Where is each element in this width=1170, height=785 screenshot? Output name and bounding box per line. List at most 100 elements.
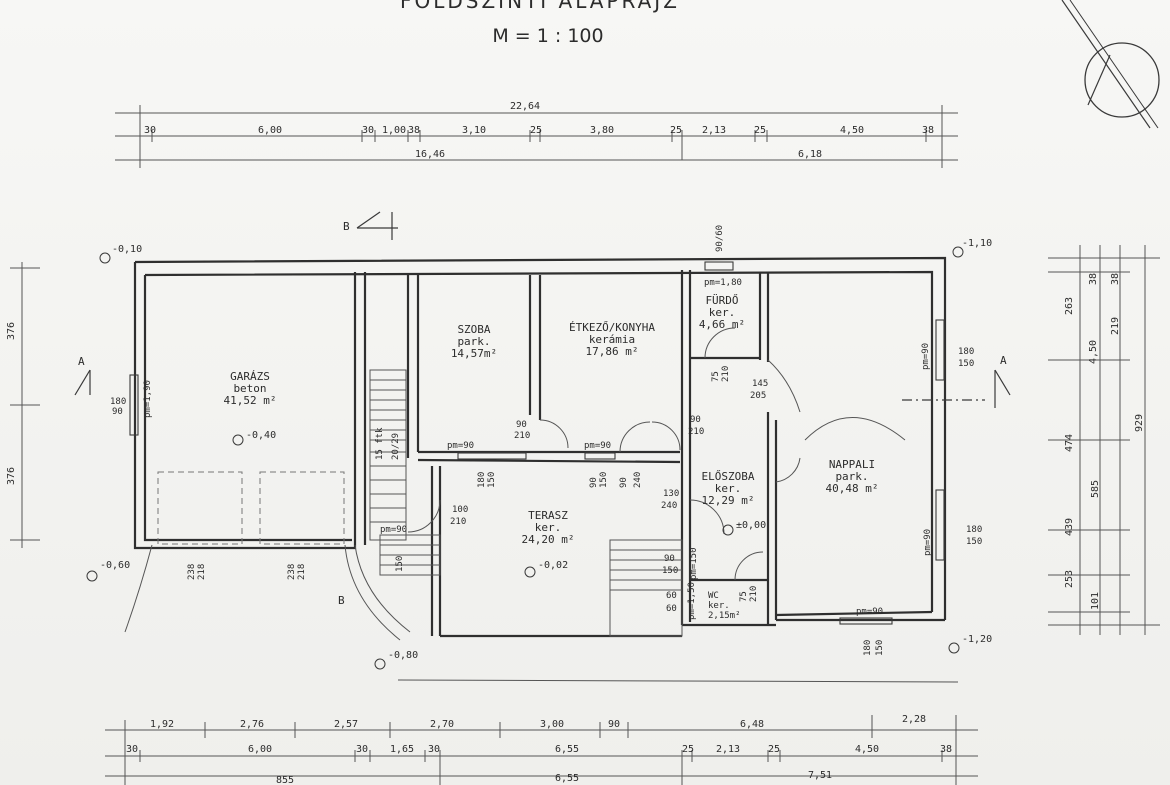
opening-label: 90 — [619, 477, 629, 488]
room-area: 40,48 m² — [826, 482, 879, 495]
opening-label: pm=90 — [921, 343, 931, 370]
dim-label: 3,00 — [540, 719, 564, 730]
opening-label: 218 — [297, 564, 307, 580]
room-name: TERASZ — [528, 509, 568, 522]
room-name: GARÁZS — [230, 370, 270, 383]
level-se: -1,20 — [962, 634, 992, 645]
dim-label: 4,50 — [1088, 340, 1099, 364]
opening-label: 180 — [110, 397, 126, 407]
room-name: NAPPALI — [829, 458, 875, 471]
opening-label: 205 — [750, 391, 766, 401]
opening-label: 210 — [514, 431, 530, 441]
dim-bottom-row3: 855 6,55 7,51 — [276, 770, 832, 785]
dim-label: 25 — [754, 125, 766, 136]
dim-label: 474 — [1064, 434, 1075, 452]
opening-label: 90 — [664, 554, 675, 564]
opening-label: 238 — [187, 564, 197, 580]
opening-label: 90/60 — [715, 225, 725, 252]
opening-label: pm=90 — [923, 529, 933, 556]
dim-label: 7,51 — [808, 770, 832, 781]
opening-label: 15 ftk — [375, 427, 385, 460]
level-terrace: -0,02 — [538, 560, 568, 571]
room-floor: ker. — [709, 306, 736, 319]
dim-label: 2,57 — [334, 719, 358, 730]
section-a-left: A — [78, 355, 85, 368]
room-area: 12,29 m² — [702, 494, 755, 507]
dim-top-row: 30 6,00 30 1,00 38 3,10 25 3,80 25 2,13 … — [144, 125, 934, 136]
room-area: 24,20 m² — [522, 533, 575, 546]
dim-label: 101 — [1090, 592, 1101, 610]
section-lines — [74, 211, 1011, 408]
dim-label: 2,70 — [430, 719, 454, 730]
dim-top-total: 22,64 — [510, 101, 540, 112]
right-dimension-chain — [1048, 245, 1160, 635]
opening-label: pm=90 — [380, 525, 407, 535]
door-swings — [407, 327, 906, 581]
dim-label: 219 — [1110, 317, 1121, 335]
dim-bottom-row1: 1,92 2,76 2,57 2,70 3,00 90 6,48 2,28 — [150, 714, 926, 730]
dim-label: 25 — [530, 125, 542, 136]
level-ne: -1,10 — [962, 238, 992, 249]
room-area: 4,66 m² — [699, 318, 745, 331]
opening-label: pm=90 — [584, 441, 611, 451]
dim-label: 6,55 — [555, 773, 579, 784]
opening-label: 130 — [663, 489, 679, 499]
dim-label: 30 — [362, 125, 374, 136]
opening-label: 210 — [688, 427, 704, 437]
opening-label: 180 — [966, 525, 982, 535]
opening-label: 150 — [966, 537, 982, 547]
dim-label: 38 — [940, 744, 952, 755]
dim-top-sub-right: 6,18 — [798, 149, 822, 160]
opening-label: 90 — [112, 407, 123, 417]
garage-doors — [157, 471, 345, 545]
room-name: ELŐSZOBA — [702, 469, 755, 483]
section-a-right: A — [1000, 354, 1007, 367]
dim-label: 30 — [428, 744, 440, 755]
north-arrow-icon — [1061, 0, 1160, 129]
dim-label: 30 — [356, 744, 368, 755]
opening-label: 210 — [721, 366, 731, 382]
dim-label: 2,13 — [702, 125, 726, 136]
dim-bottom-row2: 30 6,00 30 1,65 30 6,55 25 2,13 25 4,50 … — [126, 744, 952, 755]
interior-stair — [369, 369, 407, 541]
dim-label: 25 — [682, 744, 694, 755]
dim-top-sub-left: 16,46 — [415, 149, 445, 160]
dim-label: 4,50 — [840, 125, 864, 136]
dim-label: 38 — [1110, 273, 1121, 285]
plan-title: FÖLDSZINTI ALAPRAJZ — [400, 0, 680, 13]
room-bath: FÜRDŐ ker. 4,66 m² — [699, 293, 745, 331]
opening-label: pm=90 — [856, 607, 883, 617]
level-bottom: -0,80 — [388, 650, 418, 661]
dim-label: 25 — [768, 744, 780, 755]
opening-label: 150 — [958, 359, 974, 369]
room-floor: ker. — [708, 601, 730, 611]
dim-label: 3,10 — [462, 125, 486, 136]
opening-labels: 90/60 pm=1,80 180 90 pm=1,90 90 210 pm=9… — [110, 225, 982, 656]
opening-label: 75 — [739, 591, 749, 602]
dim-label: 38 — [922, 125, 934, 136]
dim-label: 38 — [1088, 273, 1099, 285]
terrace-steps — [379, 534, 683, 637]
top-dimension-chains — [115, 105, 958, 168]
room-floor: ker. — [535, 521, 562, 534]
dim-label: 2,28 — [902, 714, 926, 725]
dim-left-lower: 376 — [6, 467, 17, 485]
dim-label: 1,65 — [390, 744, 414, 755]
exterior-curves — [124, 544, 959, 683]
room-name: SZOBA — [457, 323, 490, 336]
dim-label: 2,76 — [240, 719, 264, 730]
opening-label: 90 — [690, 415, 701, 425]
opening-label: 240 — [661, 501, 677, 511]
opening-label: 180 — [477, 472, 487, 488]
opening-label: pm=1,90 — [143, 380, 153, 418]
room-kitchen: ÉTKEZŐ/KONYHA kerámia 17,86 m² — [569, 320, 655, 358]
room-floor: park. — [835, 470, 868, 483]
dim-right-labels: 263 4,50 474 439 253 38 219 38 585 101 9… — [1064, 273, 1145, 610]
level-nw: -0,10 — [112, 244, 142, 255]
dim-label: 38 — [408, 125, 420, 136]
dim-label: 1,92 — [150, 719, 174, 730]
opening-label: 60 — [666, 591, 677, 601]
room-name: FÜRDŐ — [705, 293, 738, 307]
opening-label: pm=1,80 — [704, 278, 742, 288]
